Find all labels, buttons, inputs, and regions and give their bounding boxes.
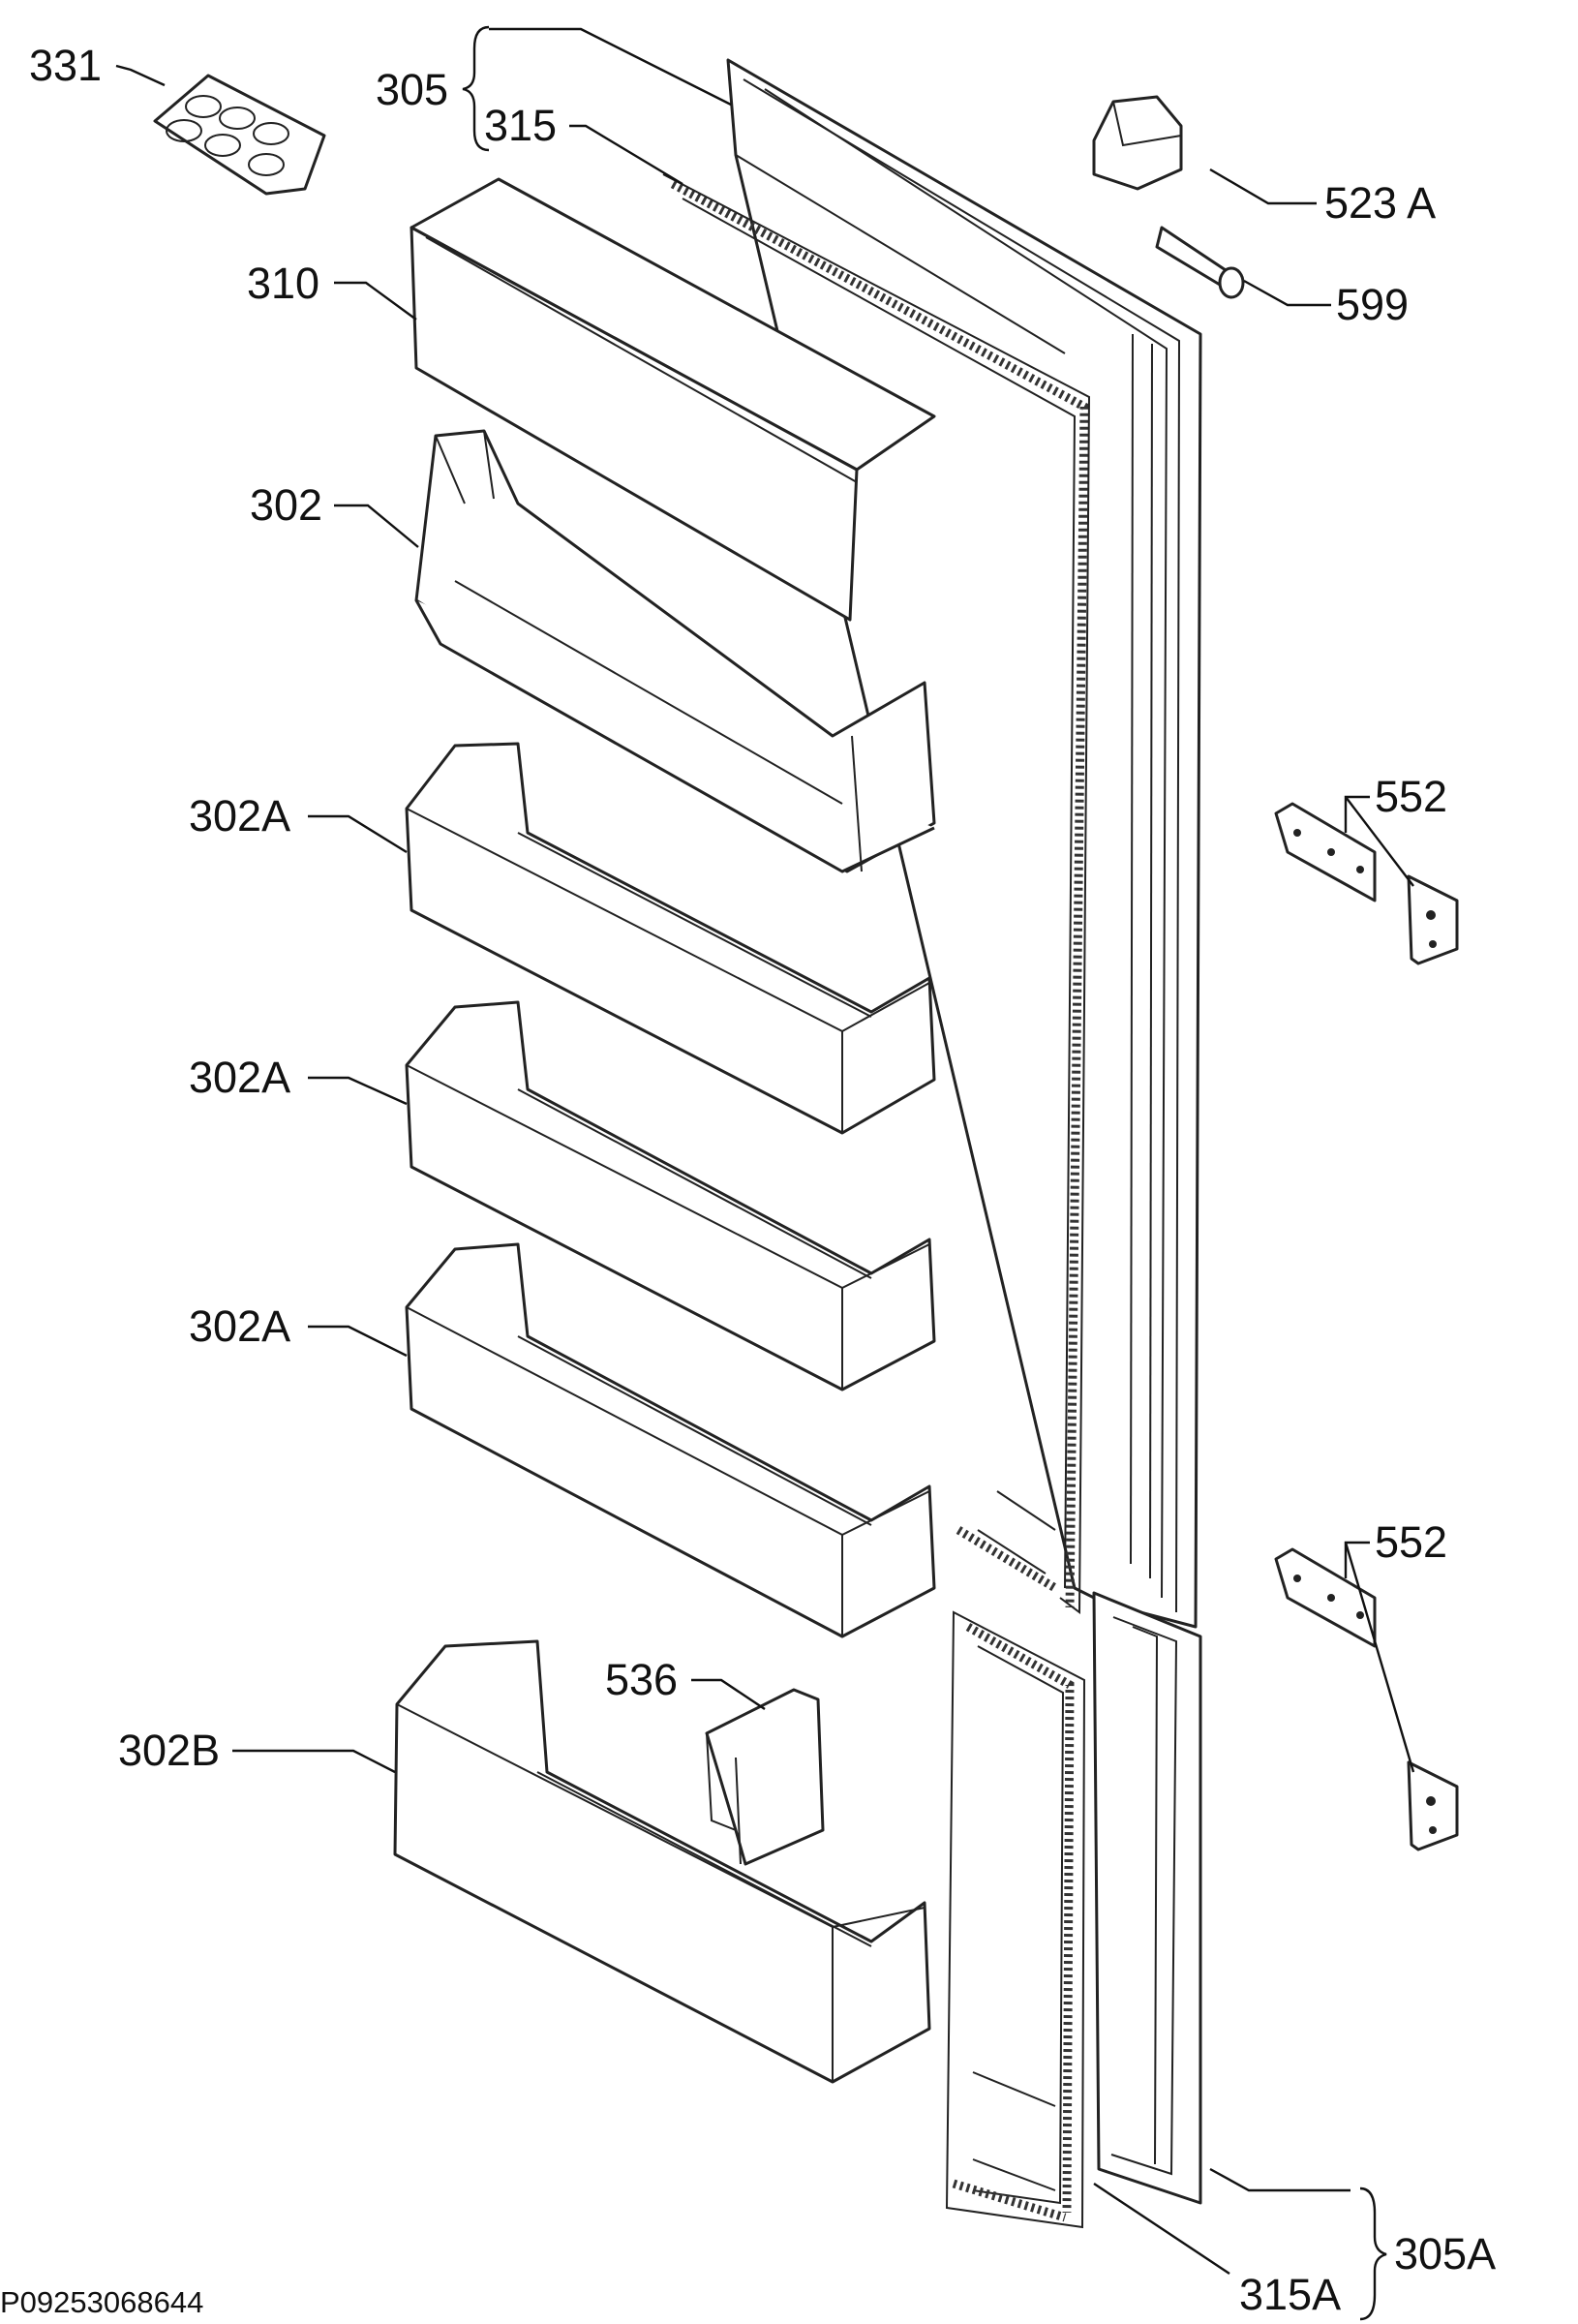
label-302A-2: 302A — [189, 1053, 290, 1102]
label-315A: 315A — [1239, 2270, 1341, 2319]
leader-lines — [115, 25, 1415, 2321]
hinge-cover — [1092, 95, 1183, 191]
bottle-shelf — [393, 1639, 931, 2084]
label-302A-1: 302A — [189, 791, 290, 841]
egg-tray — [153, 74, 326, 196]
label-536: 536 — [605, 1655, 678, 1704]
lower-door-panel — [1092, 1591, 1202, 2205]
door-shelf-3 — [405, 1242, 936, 1638]
door-shelf-with-lid-mount — [414, 429, 936, 873]
dairy-compartment-lid — [410, 177, 936, 622]
label-310: 310 — [247, 259, 319, 308]
label-302: 302 — [250, 480, 322, 530]
bottle-retainer — [705, 1688, 825, 1866]
upper-door-gasket — [662, 173, 1091, 1614]
label-552-upper: 552 — [1375, 772, 1447, 821]
label-302A-3: 302A — [189, 1301, 290, 1351]
label-302B: 302B — [118, 1726, 220, 1775]
upper-door-hinge-bracket — [1274, 802, 1459, 965]
label-305: 305 — [376, 65, 448, 114]
label-331: 331 — [29, 41, 102, 90]
lower-door-hinge-bracket — [1274, 1547, 1459, 1851]
label-552-lower: 552 — [1375, 1517, 1447, 1567]
lower-door-gasket — [945, 1610, 1086, 2229]
door-shelf-1 — [405, 742, 936, 1135]
document-code: P09253068644 — [0, 2285, 203, 2319]
label-305A: 305A — [1394, 2229, 1496, 2278]
label-315: 315 — [484, 101, 557, 150]
label-523A: 523 A — [1324, 178, 1436, 228]
hinge-pin — [1155, 226, 1245, 299]
door-shelf-2 — [405, 1000, 936, 1391]
label-599: 599 — [1336, 280, 1409, 329]
